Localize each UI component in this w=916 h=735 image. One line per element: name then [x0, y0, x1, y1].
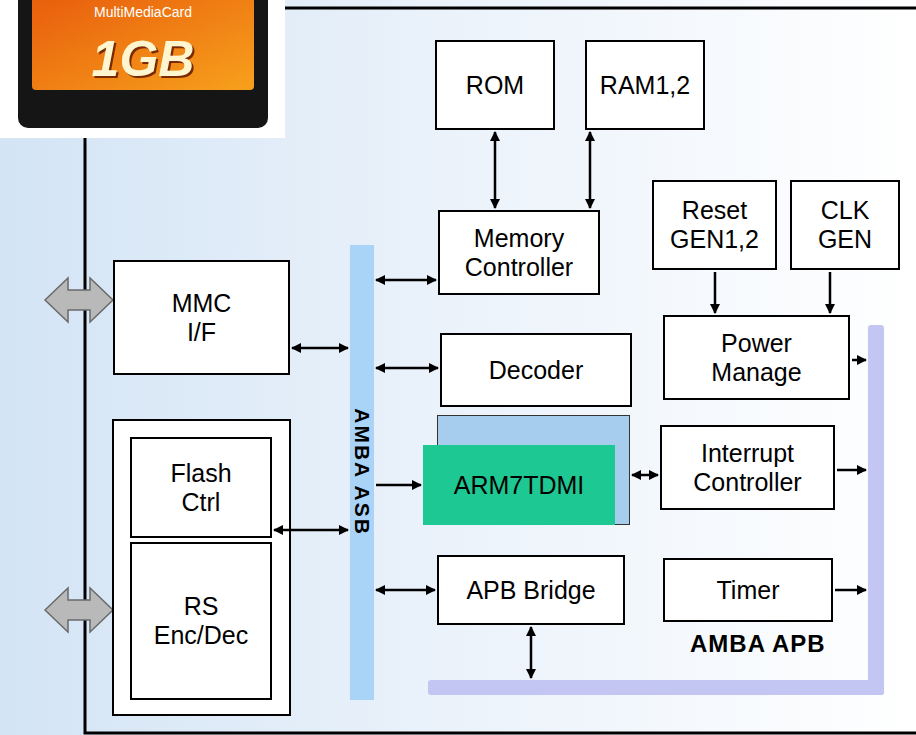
flash-box: Flash Ctrl — [130, 437, 272, 538]
bus-arrow — [829, 272, 832, 313]
core-highlight: ARM7TDMI — [423, 445, 615, 525]
node-text: APB Bridge — [466, 576, 595, 605]
bus-arrow — [274, 529, 348, 532]
bus-arrow — [530, 627, 533, 678]
group-box — [113, 420, 290, 715]
bus-arrow — [376, 484, 421, 487]
card-label — [32, 0, 254, 90]
io-arrow — [45, 588, 113, 632]
memory-box: RAM1,2 — [585, 40, 705, 130]
bus-arrow — [376, 279, 436, 282]
generator-box: CLK GEN — [790, 180, 900, 270]
bus-arrow — [292, 347, 348, 350]
node-text: Timer — [717, 576, 780, 605]
node-text: ROM — [466, 71, 524, 100]
node-text: Reset GEN1,2 — [667, 196, 762, 254]
bus-arrow — [589, 132, 592, 208]
interface-box: MMC I/F — [113, 260, 290, 375]
node-text: CLK GEN — [810, 196, 880, 254]
node-text: RS Enc/Dec — [151, 592, 251, 650]
node-text: RAM1,2 — [600, 71, 690, 100]
bus-arrow — [376, 367, 438, 370]
interrupt-box: Interrupt Controller — [660, 425, 835, 510]
bus-arrow — [494, 132, 497, 208]
node-text: Interrupt Controller — [683, 439, 813, 497]
node-text: MMC I/F — [162, 289, 242, 347]
node-text: Flash Ctrl — [161, 459, 241, 517]
decoder-box: Decoder — [440, 333, 632, 407]
bus-arrow — [632, 474, 658, 477]
chip-border — [285, 7, 916, 10]
card-body — [18, 0, 268, 128]
bus-arrow — [376, 589, 435, 592]
cpu-core: ARM7TDMI — [423, 415, 630, 525]
node-text: ARM7TDMI — [454, 471, 585, 500]
bus-label-holder: AMBA APB — [690, 630, 826, 658]
node-text: AMBA APB — [690, 630, 826, 658]
node-text: Power Manage — [697, 329, 817, 387]
controller-box: Memory Controller — [438, 210, 600, 295]
card-brand: MultiMediaCard — [32, 4, 254, 20]
codec-box: RS Enc/Dec — [130, 542, 272, 700]
node-text: Decoder — [489, 356, 584, 385]
generator-box: Reset GEN1,2 — [652, 180, 777, 270]
power-box: Power Manage — [663, 315, 850, 400]
chip-border — [85, 138, 916, 733]
bus-band: AMBA ASB — [350, 245, 374, 700]
card-capacity: 1GB — [32, 30, 254, 88]
timer-box: Timer — [663, 558, 833, 622]
memory-box: ROM — [435, 40, 555, 130]
io-arrow — [45, 278, 113, 322]
bridge-box: APB Bridge — [437, 555, 625, 625]
bus-bar — [428, 680, 884, 695]
node-text: AMBA ASB — [350, 409, 374, 537]
bus-arrow — [835, 589, 866, 592]
node-text: Memory Controller — [446, 224, 592, 282]
bus-bar — [868, 325, 884, 695]
bus-arrow — [852, 359, 866, 362]
bus-arrow — [714, 272, 717, 313]
bus-arrow — [837, 469, 866, 472]
